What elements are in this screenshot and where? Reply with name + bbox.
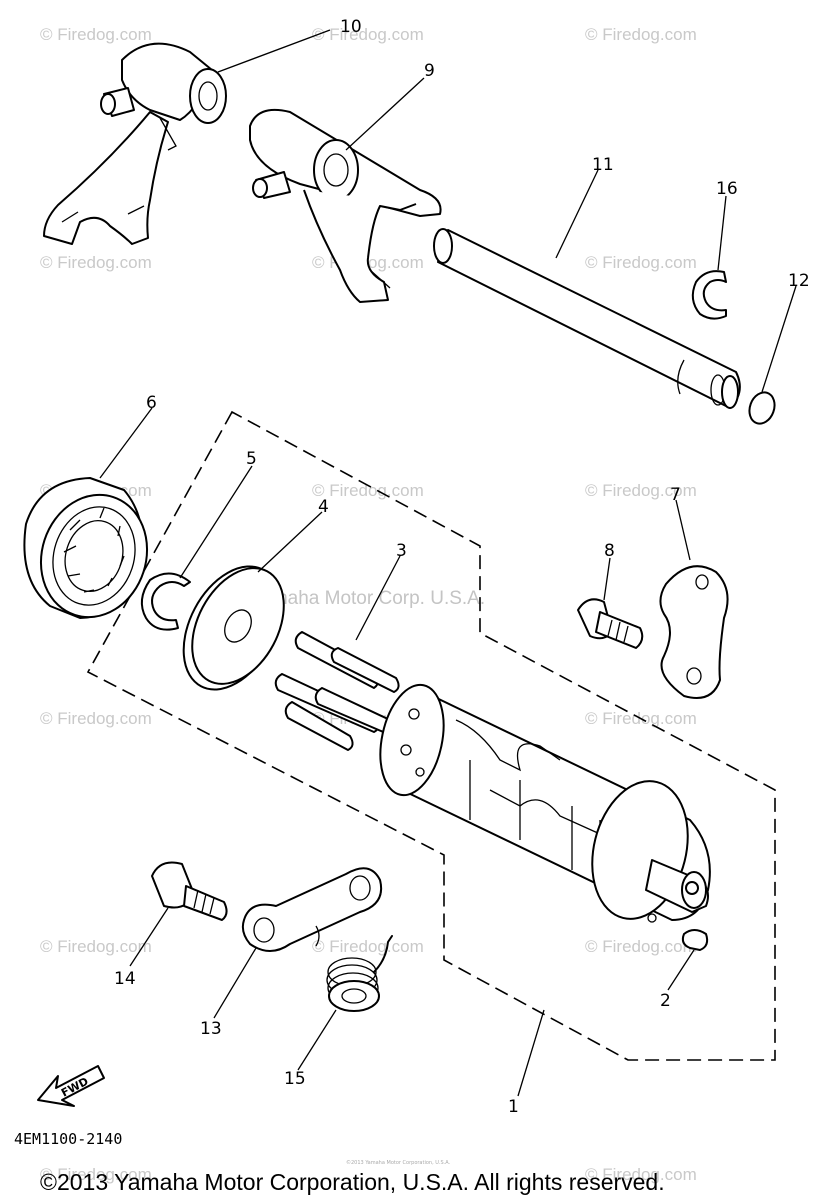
- part-8-bolt: [577, 598, 644, 649]
- watermark: © Firedog.com: [585, 25, 697, 44]
- part-15-spring: [326, 935, 393, 1012]
- part-code: 4EM1100-2140: [14, 1130, 122, 1148]
- watermark: © Firedog.com: [585, 481, 697, 500]
- watermark: © Firedog.com: [40, 1165, 152, 1184]
- part-14-bolt: [151, 861, 228, 921]
- callout-14: 14: [114, 969, 136, 989]
- part-1-shift-drum: [379, 683, 711, 923]
- part-6-bearing: [23, 477, 149, 619]
- part-5-circlip: [140, 572, 191, 631]
- watermark: © Firedog.com: [40, 25, 152, 44]
- forward-arrow-icon: FWD: [37, 1065, 105, 1107]
- copyright-footer: ©2013 Yamaha Motor Corporation, U.S.A. A…: [40, 1169, 665, 1195]
- callout-15: 15: [284, 1069, 306, 1089]
- callout-10: 10: [340, 17, 362, 37]
- callout-8: 8: [604, 541, 615, 561]
- part-9-shift-fork: [249, 108, 442, 303]
- watermark: © Firedog.com: [585, 937, 697, 956]
- watermark: © Firedog.com: [312, 481, 424, 500]
- watermark: © Firedog.com: [40, 937, 152, 956]
- watermark: © Firedog.com: [40, 709, 152, 728]
- callout-13: 13: [200, 1019, 222, 1039]
- assembly-outline: [86, 410, 776, 1061]
- part-7-plate: [659, 565, 729, 699]
- part-12-o-ring: [748, 391, 776, 425]
- callout-11: 11: [592, 155, 614, 175]
- callout-4: 4: [318, 497, 329, 517]
- callout-9: 9: [424, 61, 435, 81]
- part-4-washer: [182, 565, 285, 691]
- part-10-shift-fork: [43, 42, 227, 245]
- leader-lines: [99, 29, 797, 1097]
- fine-print: ©2013 Yamaha Motor Corporation, U.S.A.: [346, 1159, 451, 1166]
- watermark: © Firedog.com: [585, 253, 697, 272]
- part-2-pin: [681, 929, 709, 951]
- callout-16: 16: [716, 179, 738, 199]
- part-16-circlip: [691, 270, 727, 320]
- watermark: © Firedog.com: [312, 25, 424, 44]
- watermark: © Firedog.com: [585, 1165, 697, 1184]
- part-3-pins: [274, 631, 400, 751]
- center-watermark: Yamaha Motor Corp. U.S.A.: [250, 588, 485, 609]
- callout-3: 3: [396, 541, 407, 561]
- callout-7: 7: [670, 485, 681, 505]
- callout-6: 6: [146, 393, 157, 413]
- watermark: © Firedog.com: [40, 253, 152, 272]
- part-13-lever: [241, 867, 382, 952]
- callout-labels: 10 9 11 16 12 6 5 4 3 8 7 14 13 15 2 1: [114, 17, 810, 1117]
- callout-1: 1: [508, 1097, 519, 1117]
- callout-12: 12: [788, 271, 810, 291]
- watermark: © Firedog.com: [312, 937, 424, 956]
- part-11-guide-bar: [433, 228, 741, 409]
- callout-2: 2: [660, 991, 671, 1011]
- callout-5: 5: [246, 449, 257, 469]
